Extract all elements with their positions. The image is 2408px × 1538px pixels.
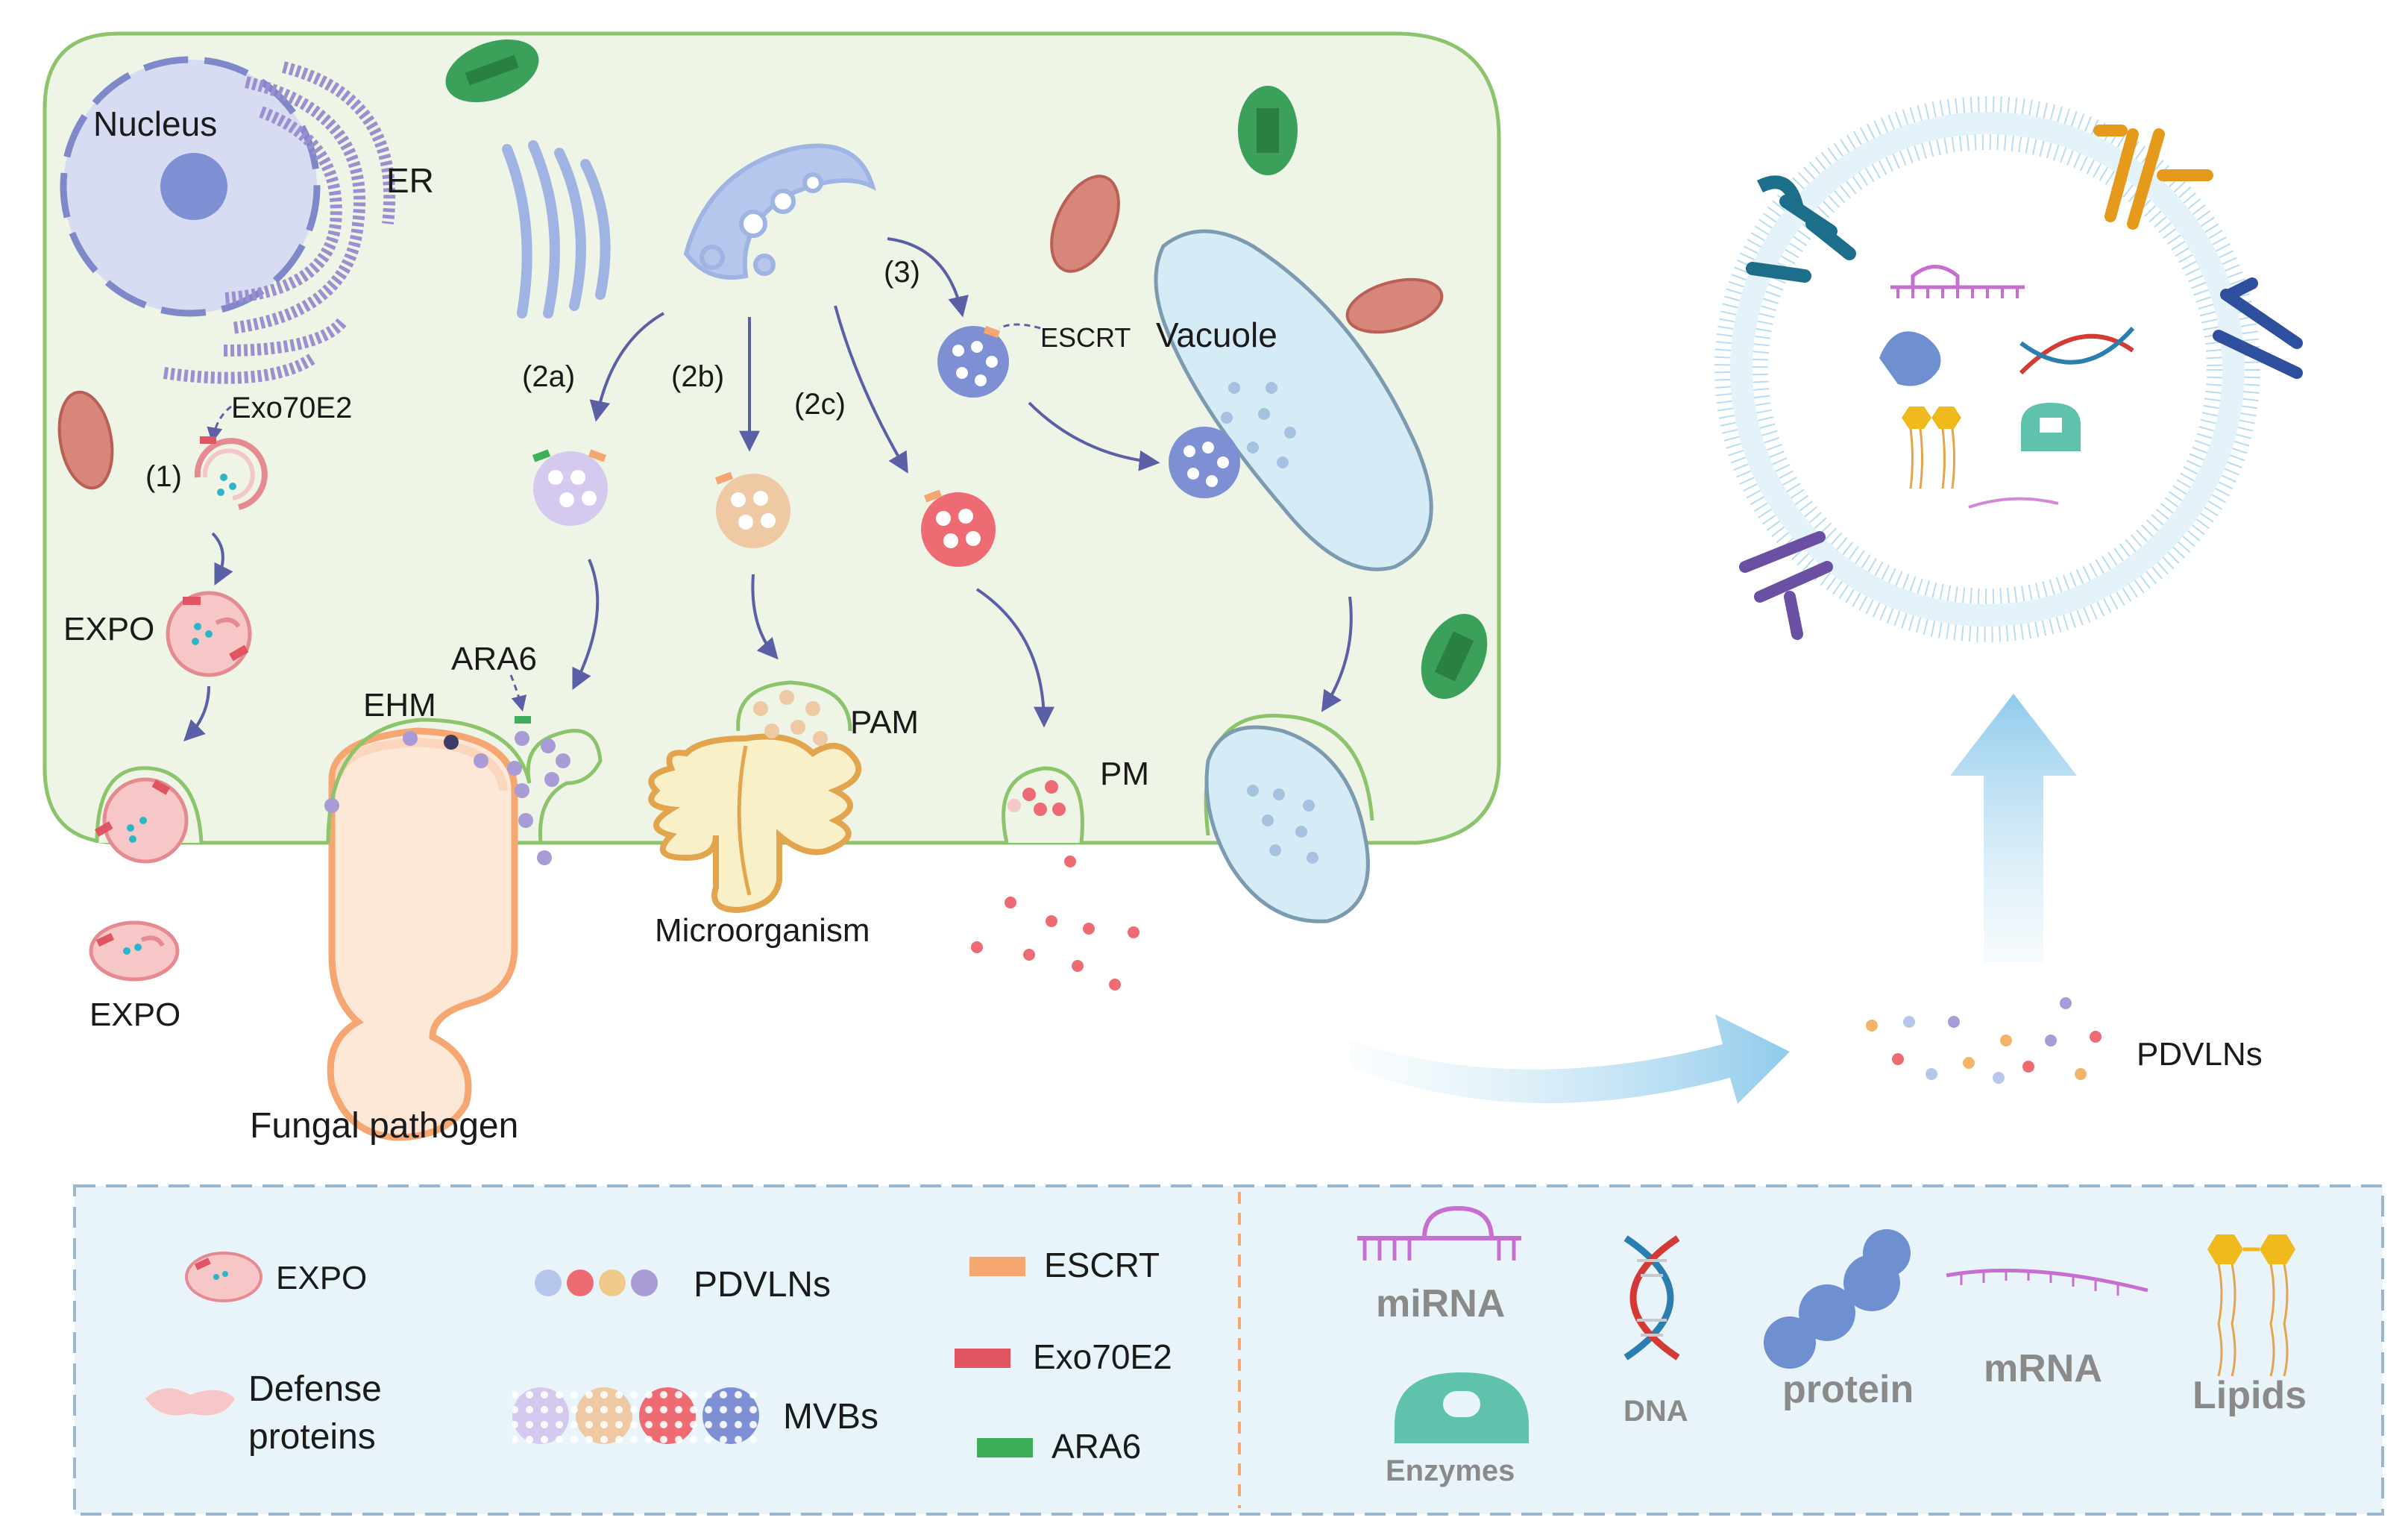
- mitochondrion: [57, 175, 1444, 490]
- expo-inside-label: EXPO: [63, 611, 154, 647]
- flow-arrow-up: [1950, 694, 2077, 962]
- legend-exo70e2-swatch: [955, 1349, 1010, 1368]
- expo-vesicle: [166, 591, 252, 677]
- dna-label: DNA: [1623, 1395, 1688, 1428]
- trans-golgi-network: [683, 143, 876, 280]
- escrt-label: ESCRT: [1040, 322, 1131, 353]
- legend-escrt-swatch: [969, 1257, 1025, 1276]
- legend-box: [73, 1184, 2384, 1516]
- pm-label: PM: [1100, 756, 1149, 792]
- plant-cell: [43, 31, 1501, 845]
- nucleus-label: Nucleus: [93, 104, 217, 143]
- step-2c-label: (2c): [794, 388, 846, 421]
- ara6-pointer: [509, 674, 527, 712]
- pdvlns-label: PDVLNs: [2137, 1036, 2263, 1073]
- pam-vesicles: [753, 690, 828, 746]
- pam-label: PAM: [850, 704, 919, 741]
- expo-forming: [194, 436, 268, 510]
- legend-exo70e2-label: Exo70E2: [1033, 1337, 1172, 1376]
- legend-expo-label: EXPO: [276, 1260, 367, 1296]
- nucleus: [60, 56, 321, 317]
- mvb-purple: [532, 449, 608, 526]
- pathway-arrows: [183, 237, 1353, 741]
- golgi-apparatus: [502, 140, 611, 318]
- mvb-pink: [921, 489, 996, 567]
- step-2b-label: (2b): [671, 360, 724, 393]
- legend-defense-label-1: Defense: [248, 1369, 382, 1409]
- expo-secreted: [94, 766, 204, 864]
- enzymes-icon: [1395, 1372, 1529, 1443]
- fungal-pathogen-label: Fungal pathogen: [250, 1106, 518, 1146]
- ehm-vesicles: [324, 716, 570, 865]
- ara6-label: ARA6: [451, 641, 537, 677]
- membrane-receptors: [1739, 125, 2303, 640]
- legend-ara6-label: ARA6: [1051, 1427, 1141, 1466]
- legend-ara6-swatch: [977, 1438, 1033, 1457]
- mvb-blue: [937, 325, 1240, 498]
- vacuole-label: Vacuole: [1156, 316, 1277, 354]
- periarbuscular-membrane: [736, 680, 852, 732]
- vesicle-cargo: [1879, 265, 2135, 509]
- pdvln-vesicle: [1714, 96, 2260, 642]
- pm-vesicles: [971, 780, 1139, 991]
- mrna-label: mRNA: [1984, 1347, 2102, 1390]
- legend-expo-icon: [185, 1252, 263, 1302]
- lipids-label: Lipids: [2192, 1374, 2307, 1417]
- lipids-icon: [2207, 1234, 2295, 1377]
- legend-mvbs-label: MVBs: [783, 1397, 878, 1437]
- mirna-label: miRNA: [1376, 1282, 1505, 1325]
- vacuole: [1154, 229, 1433, 571]
- microorganism-label: Microorganism: [655, 912, 870, 949]
- endoplasmic-reticulum: [163, 61, 396, 384]
- fungal-pathogen: [327, 727, 518, 1141]
- expo-outside-label: EXPO: [89, 996, 180, 1033]
- pdvln-particles: [1866, 997, 2102, 1084]
- exo70e2-label: Exo70E2: [231, 392, 352, 424]
- legend-mvbs-icon: [512, 1387, 759, 1444]
- legend-defense-label-2: proteins: [248, 1417, 376, 1457]
- ehm-label: EHM: [363, 687, 436, 724]
- dna-icon: [1623, 1235, 1680, 1360]
- legend-defense-icon: [145, 1388, 235, 1416]
- vacuole-fused: [1204, 725, 1370, 923]
- microorganism: [648, 733, 862, 914]
- expo-released: [89, 920, 180, 982]
- mirna-icon: [1357, 1205, 1521, 1261]
- mvb-tan: [714, 471, 790, 548]
- legend-pdvlns-label: PDVLNs: [694, 1265, 831, 1305]
- chloroplast: [445, 39, 1488, 699]
- escrt-pointer: [999, 323, 1041, 330]
- step-3-label: (3): [884, 256, 920, 289]
- extrahaustorial-membrane: [326, 718, 603, 844]
- legend-escrt-label: ESCRT: [1044, 1246, 1160, 1284]
- enzymes-label: Enzymes: [1386, 1454, 1515, 1487]
- flow-arrow-right: [1350, 1014, 1790, 1104]
- protein-label: protein: [1782, 1368, 1914, 1411]
- protein-icon: [1764, 1229, 1911, 1369]
- step-2a-label: (2a): [522, 360, 575, 393]
- legend-pdvlns-icon: [535, 1269, 658, 1296]
- step-1-label: (1): [145, 460, 182, 493]
- mrna-icon: [1946, 1268, 2148, 1296]
- er-label: ER: [386, 161, 434, 200]
